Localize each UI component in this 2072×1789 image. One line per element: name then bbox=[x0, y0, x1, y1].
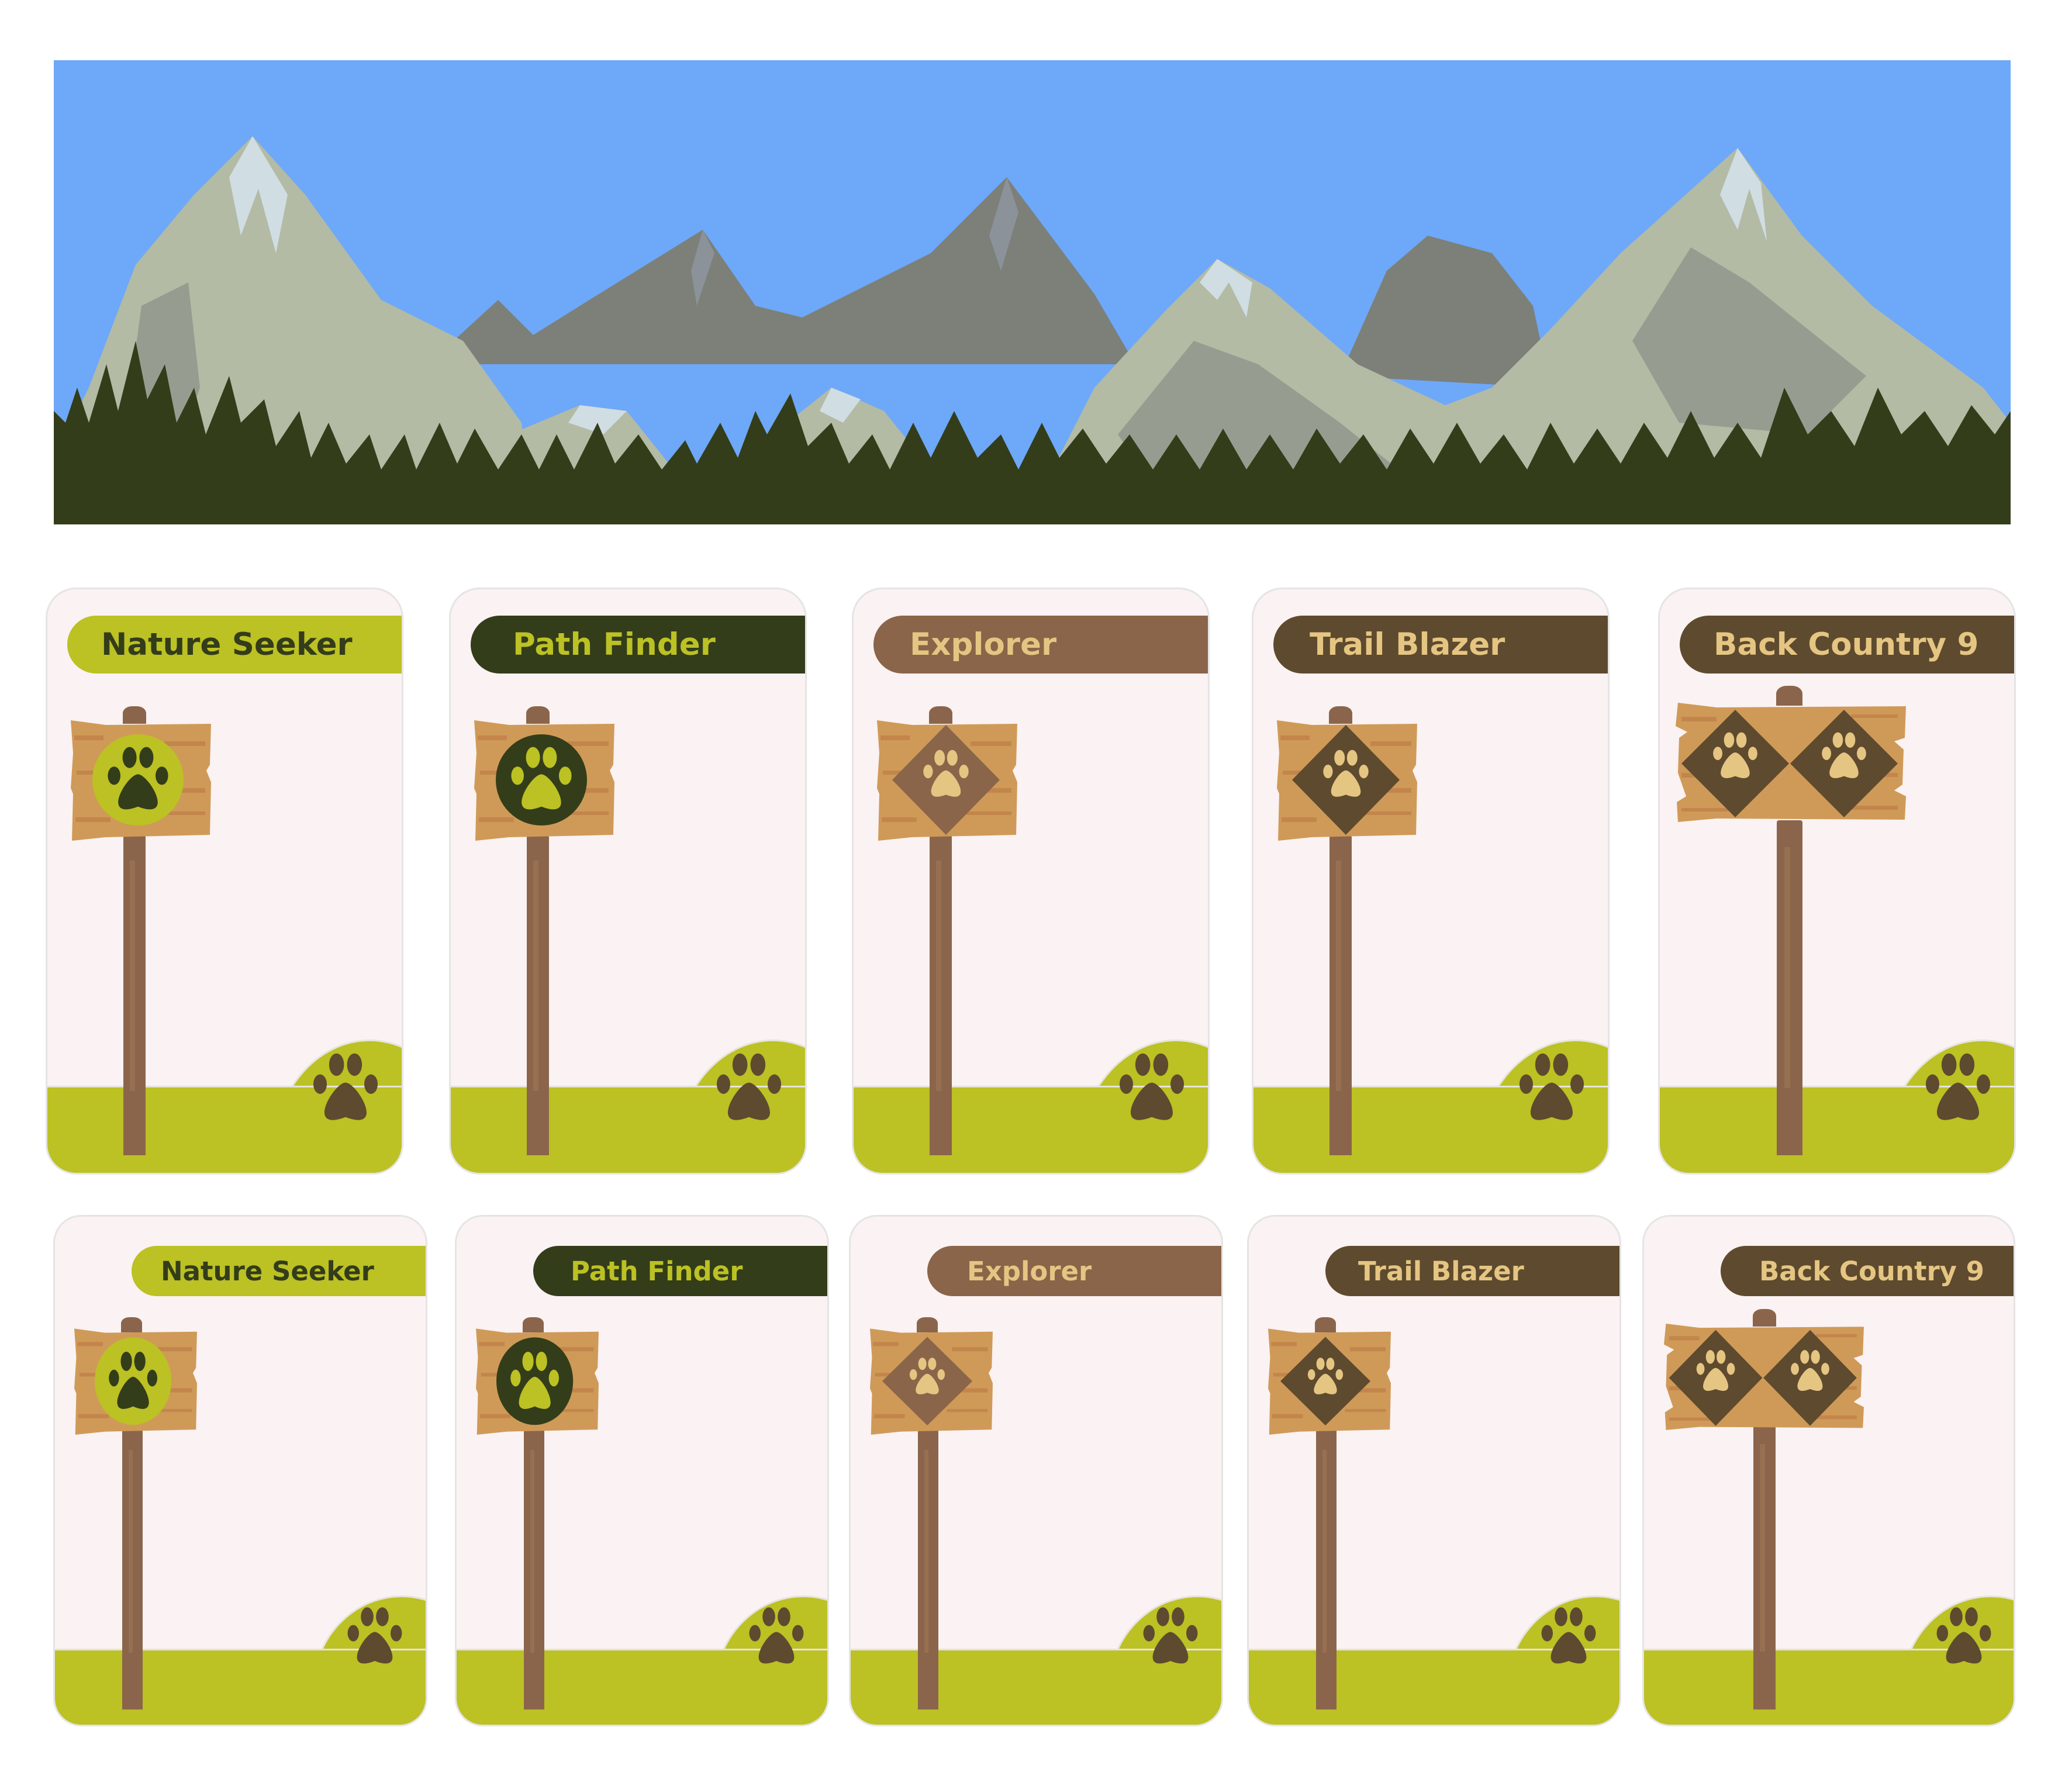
wooden-sign bbox=[1268, 1327, 1391, 1435]
level-card-path-finder[interactable]: Path Finder bbox=[449, 588, 807, 1175]
level-banner: Trail Blazer bbox=[1273, 616, 1608, 674]
mountain-illustration bbox=[54, 60, 2011, 524]
level-title: Path Finder bbox=[571, 1255, 743, 1287]
signpost-top bbox=[917, 1317, 938, 1332]
level-banner: Explorer bbox=[873, 616, 1208, 674]
wooden-sign bbox=[877, 718, 1017, 841]
wooden-sign bbox=[1277, 718, 1417, 841]
signpost-pole bbox=[1753, 1421, 1776, 1709]
paw-print-icon bbox=[1143, 1607, 1198, 1664]
signpost-pole bbox=[1777, 820, 1802, 1155]
wooden-sign bbox=[870, 1327, 993, 1435]
level-card-back-country-9[interactable]: Back Country 9 bbox=[1658, 588, 2016, 1175]
paw-print-icon bbox=[1519, 1053, 1584, 1120]
level-card-trail-blazer-alt[interactable]: Trail Blazer bbox=[1247, 1215, 1621, 1726]
level-title: Back Country 9 bbox=[1759, 1255, 1984, 1287]
level-title: Nature Seeker bbox=[161, 1255, 374, 1287]
paw-print-icon bbox=[1925, 1053, 1991, 1120]
signpost-top bbox=[1315, 1317, 1336, 1332]
paw-print-icon bbox=[1541, 1607, 1596, 1664]
signpost-pole bbox=[524, 1427, 544, 1709]
level-card-path-finder-alt[interactable]: Path Finder bbox=[455, 1215, 829, 1726]
level-title: Explorer bbox=[967, 1255, 1092, 1287]
paw-print-icon bbox=[347, 1607, 402, 1664]
level-card-explorer-alt[interactable]: Explorer bbox=[849, 1215, 1223, 1726]
signpost-pole bbox=[527, 835, 549, 1155]
paw-print-icon bbox=[313, 1053, 378, 1120]
level-title: Nature Seeker bbox=[101, 627, 353, 662]
level-card-nature-seeker-alt[interactable]: Nature Seeker bbox=[53, 1215, 427, 1726]
signpost-pole bbox=[122, 1427, 143, 1709]
level-banner: Trail Blazer bbox=[1325, 1246, 1619, 1296]
level-banner: Back Country 9 bbox=[1721, 1246, 2014, 1296]
signpost-top bbox=[929, 706, 952, 724]
signpost-pole bbox=[1316, 1427, 1337, 1709]
paw-print-icon bbox=[1936, 1607, 1991, 1664]
level-card-nature-seeker[interactable]: Nature Seeker bbox=[46, 588, 403, 1175]
signpost-top bbox=[1329, 706, 1352, 724]
wooden-sign-wide bbox=[1664, 1324, 1864, 1430]
signpost-pole bbox=[123, 835, 146, 1155]
level-card-explorer[interactable]: Explorer bbox=[852, 588, 1210, 1175]
level-banner: Nature Seeker bbox=[132, 1246, 426, 1296]
signpost-pole bbox=[918, 1427, 938, 1709]
level-banner: Path Finder bbox=[471, 616, 805, 674]
wooden-sign bbox=[474, 718, 614, 841]
signpost-top bbox=[123, 706, 146, 724]
wooden-sign bbox=[74, 1327, 197, 1435]
signpost-top bbox=[523, 1317, 544, 1332]
wooden-sign-wide bbox=[1676, 703, 1906, 822]
signpost-top bbox=[121, 1317, 142, 1332]
level-title: Explorer bbox=[910, 627, 1057, 662]
level-card-trail-blazer[interactable]: Trail Blazer bbox=[1252, 588, 1610, 1175]
level-title: Trail Blazer bbox=[1310, 627, 1505, 662]
mountain-landscape-banner bbox=[54, 60, 2011, 524]
paw-print-icon bbox=[749, 1607, 804, 1664]
level-card-back-country-9-alt[interactable]: Back Country 9 bbox=[1642, 1215, 2015, 1726]
signpost-pole bbox=[930, 835, 952, 1155]
level-banner: Nature Seeker bbox=[67, 616, 402, 674]
signpost-top bbox=[1753, 1309, 1776, 1327]
signpost-pole bbox=[1329, 835, 1352, 1155]
paw-print-icon bbox=[1119, 1053, 1185, 1120]
wooden-sign bbox=[71, 718, 211, 841]
paw-print-icon bbox=[716, 1053, 782, 1120]
signpost-top bbox=[1776, 686, 1802, 706]
level-banner: Explorer bbox=[927, 1246, 1221, 1296]
level-title: Trail Blazer bbox=[1358, 1255, 1524, 1287]
signpost-top bbox=[526, 706, 550, 724]
level-banner: Back Country 9 bbox=[1680, 616, 2014, 674]
level-title: Path Finder bbox=[513, 627, 716, 662]
level-title: Back Country 9 bbox=[1714, 627, 1979, 662]
wooden-sign bbox=[476, 1327, 599, 1435]
level-banner: Path Finder bbox=[533, 1246, 827, 1296]
